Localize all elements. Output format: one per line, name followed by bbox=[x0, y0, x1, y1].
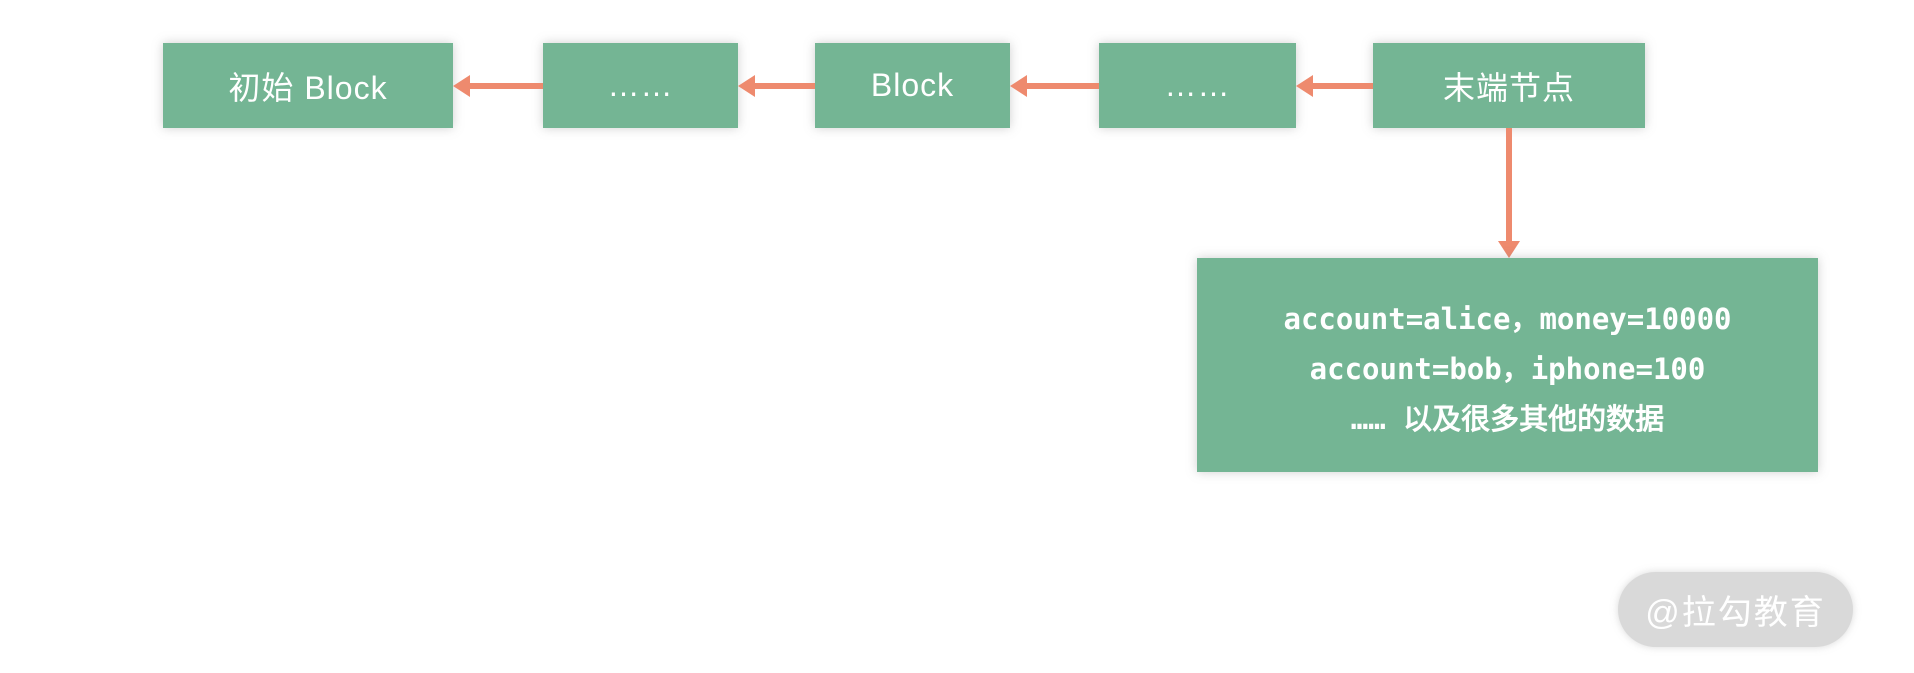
arrowhead-left-icon bbox=[738, 74, 755, 97]
block-genesis-label: 初始 Block bbox=[228, 69, 388, 106]
block-end-node-label: 末端节点 bbox=[1442, 69, 1575, 106]
arrow-down-icon bbox=[1494, 128, 1524, 258]
arrowhead-down-icon bbox=[1498, 241, 1520, 258]
block-end-node: 末端节点 bbox=[1373, 43, 1645, 128]
arrow-left-icon bbox=[453, 74, 543, 97]
arrowhead-left-icon bbox=[1296, 74, 1313, 97]
block-ellipsis-right-label: …… bbox=[1164, 67, 1231, 103]
arrow-shaft bbox=[470, 82, 543, 89]
arrow-shaft bbox=[1027, 82, 1099, 89]
block-middle: Block bbox=[815, 43, 1010, 128]
arrowhead-left-icon bbox=[1010, 74, 1027, 97]
arrow-shaft bbox=[755, 82, 815, 89]
watermark-badge: @拉勾教育 bbox=[1618, 572, 1853, 647]
arrow-left-icon bbox=[1296, 74, 1373, 97]
data-line-more: …… 以及很多其他的数据 bbox=[1350, 402, 1665, 436]
watermark-label: @拉勾教育 bbox=[1645, 594, 1826, 632]
arrowhead-left-icon bbox=[453, 74, 470, 97]
arrow-shaft bbox=[1313, 82, 1373, 89]
block-data-box: account=alice，money=10000 account=bob，ip… bbox=[1197, 258, 1818, 472]
block-ellipsis-left-label: …… bbox=[607, 67, 674, 103]
arrow-left-icon bbox=[738, 74, 815, 97]
data-line-alice: account=alice，money=10000 bbox=[1283, 302, 1732, 336]
arrow-left-icon bbox=[1010, 74, 1099, 97]
data-line-bob: account=bob，iphone=100 bbox=[1309, 352, 1706, 386]
block-ellipsis-left: …… bbox=[543, 43, 738, 128]
block-ellipsis-right: …… bbox=[1099, 43, 1296, 128]
block-genesis: 初始 Block bbox=[163, 43, 453, 128]
arrow-shaft bbox=[1506, 128, 1512, 241]
block-middle-label: Block bbox=[870, 67, 955, 103]
